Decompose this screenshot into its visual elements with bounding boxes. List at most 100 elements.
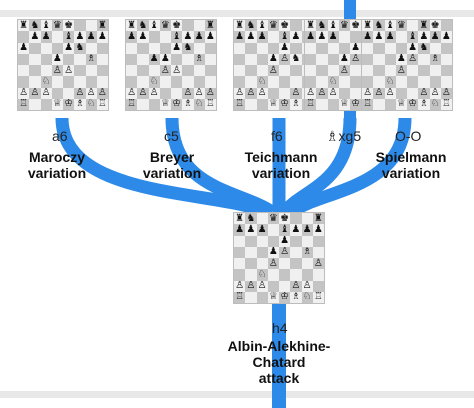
board-square bbox=[182, 20, 194, 32]
white-pawn-icon: ♙ bbox=[290, 280, 302, 292]
board-square bbox=[338, 76, 350, 88]
white-knight-icon: ♘ bbox=[40, 76, 52, 88]
board-square bbox=[74, 76, 86, 88]
board-square bbox=[267, 31, 279, 43]
white-queen-icon: ♕ bbox=[51, 98, 63, 110]
white-king-icon: ♔ bbox=[171, 98, 183, 110]
black-pawn-icon: ♟ bbox=[290, 224, 302, 236]
board-square bbox=[290, 65, 302, 77]
board-square bbox=[40, 98, 52, 110]
white-pawn-icon: ♙ bbox=[159, 65, 171, 77]
white-bishop-icon: ♗ bbox=[74, 98, 86, 110]
board-square bbox=[18, 65, 30, 77]
board-square bbox=[193, 42, 205, 54]
white-rook-icon: ♖ bbox=[126, 98, 138, 110]
white-pawn-icon: ♙ bbox=[29, 87, 41, 99]
board-square bbox=[316, 65, 328, 77]
board-square bbox=[407, 76, 419, 88]
board-square bbox=[245, 291, 257, 303]
board-square bbox=[373, 65, 385, 77]
black-knight-icon: ♞ bbox=[182, 42, 194, 54]
move-label-spielmann: ♗xg5 bbox=[326, 128, 362, 144]
move-label-breyer: c5 bbox=[164, 128, 179, 144]
black-pawn-icon: ♟ bbox=[234, 31, 246, 43]
black-rook-icon: ♜ bbox=[234, 20, 246, 32]
black-pawn-icon: ♟ bbox=[429, 31, 441, 43]
white-bishop-icon: ♗ bbox=[290, 98, 302, 110]
black-bishop-icon: ♝ bbox=[384, 20, 396, 32]
board-square bbox=[327, 98, 339, 110]
black-knight-icon: ♞ bbox=[418, 42, 430, 54]
board-square bbox=[327, 53, 339, 65]
black-pawn-icon: ♟ bbox=[350, 42, 362, 54]
black-pawn-icon: ♟ bbox=[279, 42, 291, 54]
black-queen-icon: ♛ bbox=[267, 20, 279, 32]
board-square bbox=[395, 87, 407, 99]
board-square bbox=[148, 42, 160, 54]
board-square bbox=[245, 76, 257, 88]
black-pawn-icon: ♟ bbox=[290, 31, 302, 43]
board-square bbox=[63, 53, 75, 65]
black-queen-icon: ♛ bbox=[267, 213, 279, 225]
board-square bbox=[305, 42, 317, 54]
black-pawn-icon: ♟ bbox=[305, 31, 317, 43]
board-square bbox=[74, 65, 86, 77]
board-square bbox=[350, 31, 362, 43]
white-pawn-icon: ♙ bbox=[182, 87, 194, 99]
board-square bbox=[395, 76, 407, 88]
white-bishop-icon: ♗ bbox=[85, 53, 97, 65]
black-pawn-icon: ♟ bbox=[407, 42, 419, 54]
white-pawn-icon: ♙ bbox=[51, 65, 63, 77]
board-square bbox=[40, 53, 52, 65]
white-pawn-icon: ♙ bbox=[429, 87, 441, 99]
white-pawn-icon: ♙ bbox=[126, 87, 138, 99]
board-square bbox=[29, 42, 41, 54]
board-square bbox=[137, 42, 149, 54]
white-rook-icon: ♖ bbox=[234, 291, 246, 303]
white-pawn-icon: ♙ bbox=[279, 246, 291, 258]
board-square bbox=[373, 76, 385, 88]
board-square bbox=[85, 65, 97, 77]
board-square bbox=[171, 87, 183, 99]
board-square bbox=[312, 246, 324, 258]
black-knight-icon: ♞ bbox=[29, 20, 41, 32]
black-queen-icon: ♛ bbox=[159, 20, 171, 32]
board-square bbox=[159, 31, 171, 43]
black-pawn-icon: ♟ bbox=[204, 31, 216, 43]
white-pawn-icon: ♙ bbox=[63, 65, 75, 77]
black-rook-icon: ♜ bbox=[362, 20, 374, 32]
board-square bbox=[193, 76, 205, 88]
board-square bbox=[440, 65, 452, 77]
board-square bbox=[440, 53, 452, 65]
black-bishop-icon: ♝ bbox=[171, 31, 183, 43]
board-square bbox=[18, 53, 30, 65]
board-square bbox=[418, 76, 430, 88]
white-rook-icon: ♖ bbox=[305, 98, 317, 110]
black-pawn-icon: ♟ bbox=[362, 31, 374, 43]
board-square bbox=[440, 20, 452, 32]
board-square bbox=[290, 235, 302, 247]
white-knight-icon: ♘ bbox=[327, 76, 339, 88]
black-knight-icon: ♞ bbox=[290, 53, 302, 65]
board-square bbox=[204, 76, 216, 88]
board-square bbox=[51, 42, 63, 54]
white-rook-icon: ♖ bbox=[96, 98, 108, 110]
board-square bbox=[29, 76, 41, 88]
board-square bbox=[395, 31, 407, 43]
board-square bbox=[245, 269, 257, 281]
white-knight-icon: ♘ bbox=[256, 76, 268, 88]
board-square bbox=[290, 258, 302, 270]
black-bishop-icon: ♝ bbox=[279, 31, 291, 43]
board-square bbox=[256, 258, 268, 270]
white-pawn-icon: ♙ bbox=[245, 87, 257, 99]
board-square bbox=[29, 65, 41, 77]
black-pawn-icon: ♟ bbox=[18, 42, 30, 54]
white-pawn-icon: ♙ bbox=[312, 258, 324, 270]
black-pawn-icon: ♟ bbox=[182, 31, 194, 43]
white-king-icon: ♔ bbox=[279, 291, 291, 303]
board-square bbox=[18, 76, 30, 88]
board-square bbox=[51, 87, 63, 99]
